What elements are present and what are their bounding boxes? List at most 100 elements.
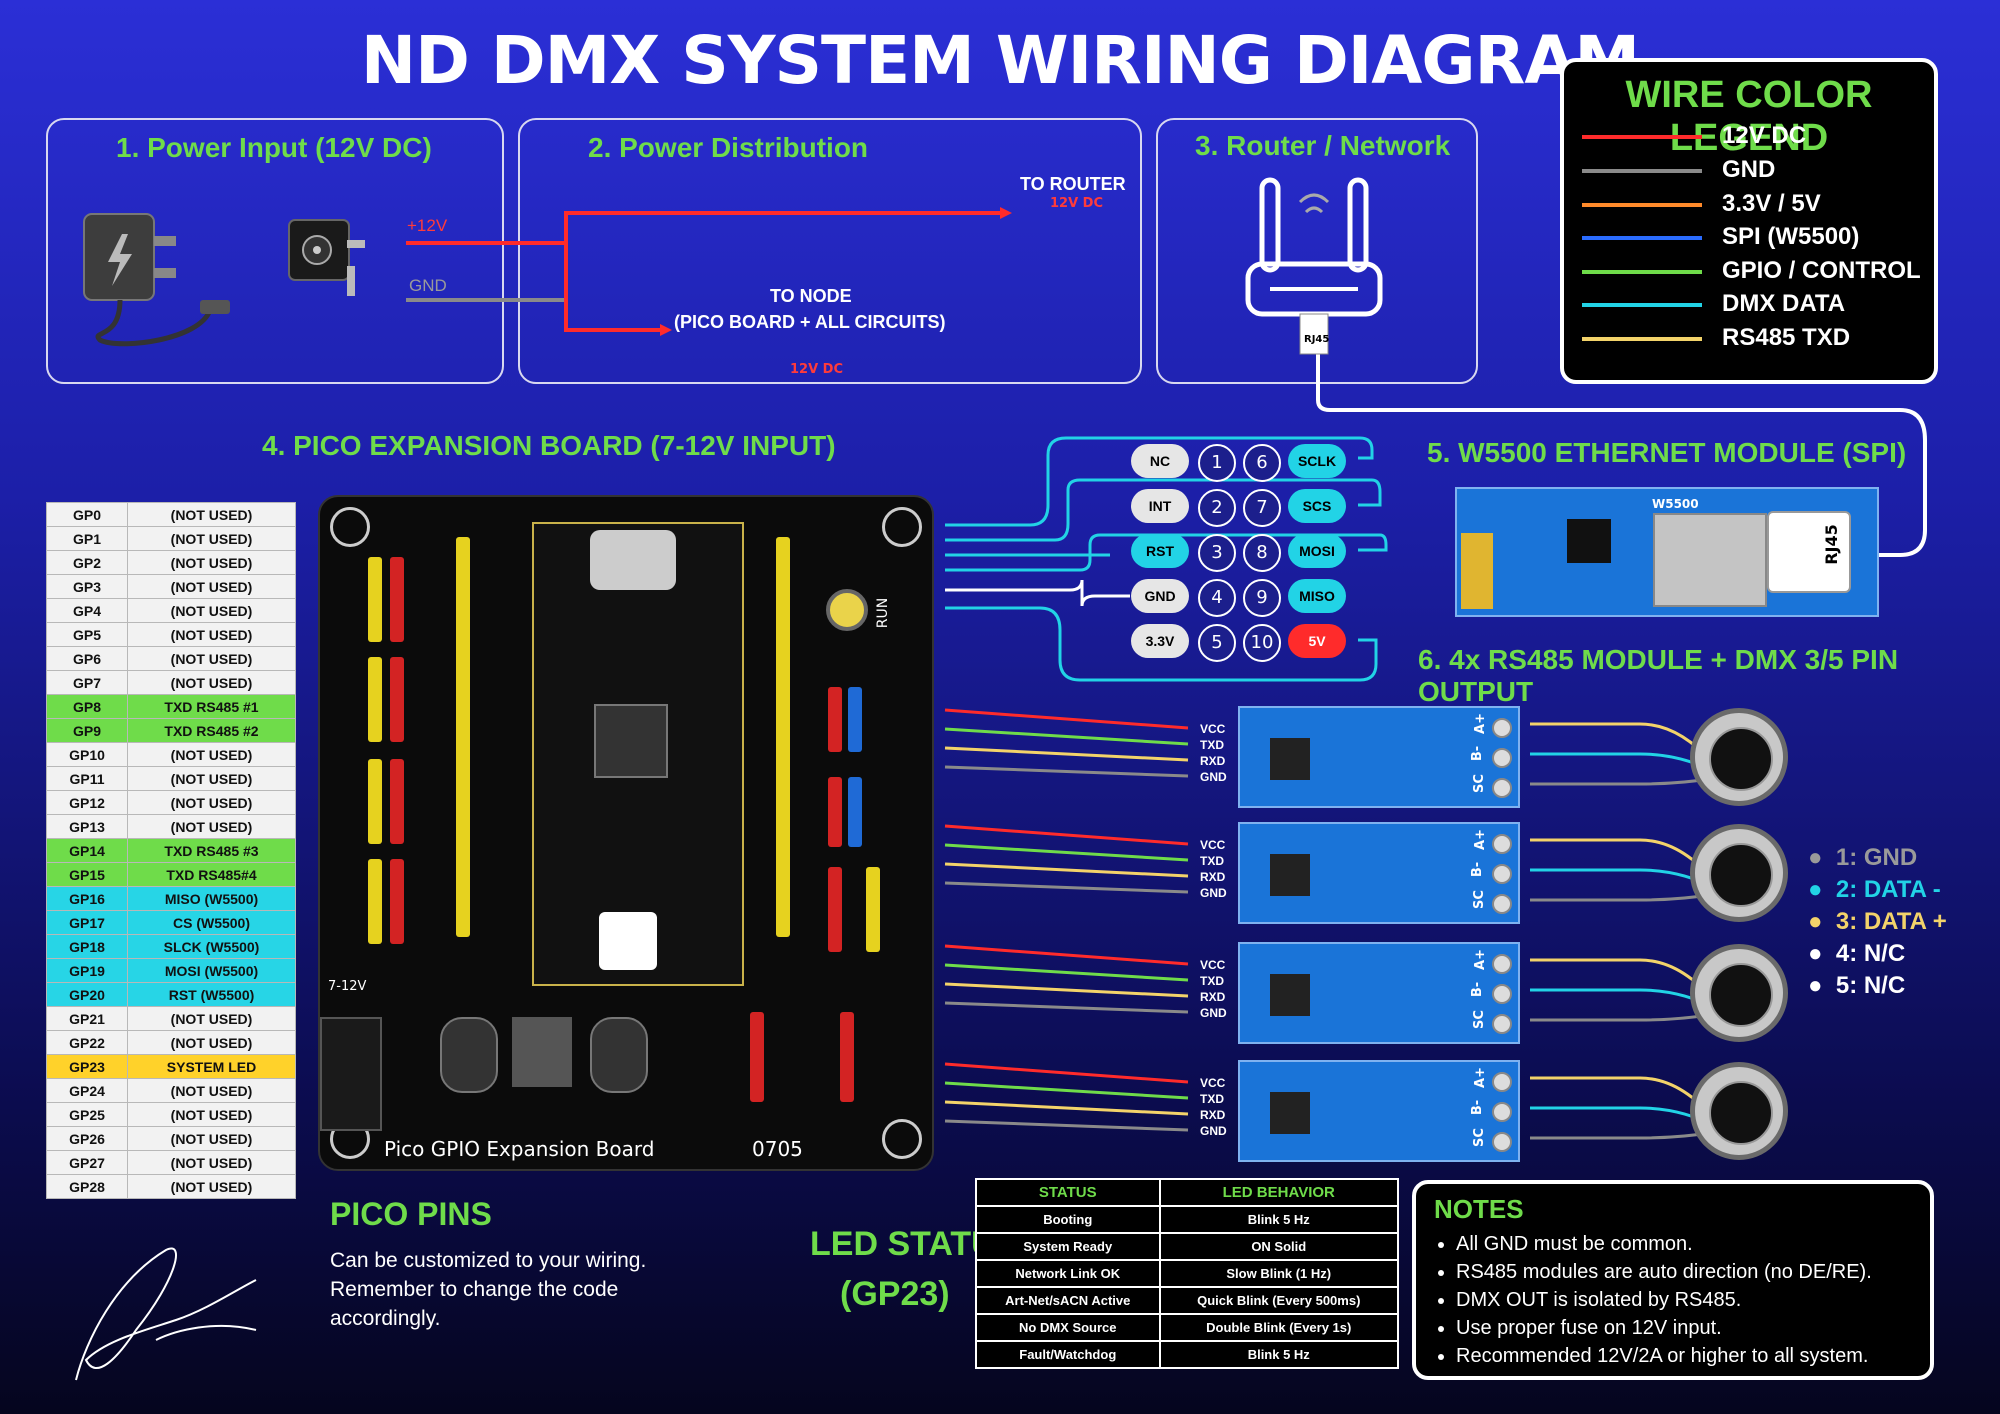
legend-label: DMX DATA (1722, 290, 1846, 317)
pin-header (390, 657, 404, 742)
gpio-function: (NOT USED) (127, 1102, 296, 1127)
gpio-function: TXD RS485#4 (127, 862, 296, 887)
rs485-pin-label: TXD (1200, 738, 1224, 752)
legend-item: GND (1582, 156, 1922, 186)
pico-expansion-board: RUN 7-12V Pico GPIO Expansion Board 0705 (318, 495, 934, 1171)
xlr-face (1709, 1081, 1773, 1145)
gpio-pin: GP0 (46, 502, 128, 527)
gpio-pin: GP15 (46, 862, 128, 887)
to-router-sub: 12V DC (1050, 196, 1104, 211)
w5500-pin-number: 6 (1243, 444, 1281, 482)
dmx-pin-text: 4: N/C (1835, 940, 1906, 967)
dmx-pin-item: ● 4: N/C (1808, 940, 1906, 967)
router-rj45-label: RJ45 (1304, 334, 1330, 345)
gpio-row: GP28(NOT USED) (46, 1174, 296, 1199)
w5500-title: 5. W5500 ETHERNET MODULE (SPI) (1427, 437, 1907, 468)
dmx-pin-text: 5: N/C (1835, 972, 1906, 999)
router-icon (1245, 177, 1383, 355)
rs485-side-label: B- (1470, 981, 1486, 998)
gpio-function: RST (W5500) (127, 982, 296, 1007)
gpio-pin: GP14 (46, 838, 128, 863)
gpio-function: (NOT USED) (127, 766, 296, 791)
dmx-pin-text: 1: GND (1835, 844, 1918, 871)
terminal-screw-icon (1492, 1014, 1512, 1034)
legend-label: GPIO / CONTROL (1722, 257, 1921, 284)
rs485-pin-label: TXD (1200, 974, 1224, 988)
gpio-function: (NOT USED) (127, 1078, 296, 1103)
gpio-row: GP7(NOT USED) (46, 670, 296, 695)
terminal-screw-icon (1492, 1132, 1512, 1152)
power-dist-title: 2. Power Distribution (588, 132, 869, 163)
rs485-side-label: SC (1471, 1010, 1487, 1029)
note-item: Use proper fuse on 12V input. (1456, 1314, 1936, 1342)
w5500-pin-number: 7 (1243, 489, 1281, 527)
gpio-row: GP10(NOT USED) (46, 742, 296, 767)
rs485-module: A+B-SC (1238, 822, 1520, 924)
page-title: ND DMX SYSTEM WIRING DIAGRAM (360, 22, 1640, 99)
power-dist-box (518, 118, 1142, 384)
legend-item: 3.3V / 5V (1582, 190, 1922, 220)
pin-header (368, 759, 382, 844)
gpio-pin: GP26 (46, 1126, 128, 1151)
led-table-cell: Slow Blink (1 Hz) (1158, 1259, 1400, 1288)
led-table-cell: Fault/Watchdog (975, 1340, 1161, 1369)
w5500-pin-label: 3.3V (1131, 624, 1189, 658)
rs485-side-label: B- (1470, 745, 1486, 762)
w5500-chip (1567, 519, 1611, 563)
led-table-cell: No DMX Source (975, 1313, 1161, 1342)
gpio-row: GP11(NOT USED) (46, 766, 296, 791)
rs485-chip (1270, 974, 1310, 1016)
legend-swatch (1582, 303, 1702, 307)
w5500-header (1461, 533, 1493, 609)
led-table-cell: Blink 5 Hz (1158, 1205, 1400, 1234)
w5500-pin-number: 10 (1243, 624, 1281, 662)
power-input-title: 1. Power Input (12V DC) (116, 132, 432, 163)
note-item: DMX OUT is isolated by RS485. (1456, 1286, 1936, 1314)
gpio-pin: GP20 (46, 982, 128, 1007)
gpio-pin: GP13 (46, 814, 128, 839)
legend-swatch (1582, 337, 1702, 341)
legend-label: RS485 TXD (1722, 324, 1851, 351)
legend-item: DMX DATA (1582, 290, 1922, 320)
gpio-function: (NOT USED) (127, 1174, 296, 1199)
led-table-cell: System Ready (975, 1232, 1161, 1261)
w5500-pin-number: 3 (1198, 534, 1236, 572)
pin-header (828, 777, 842, 847)
legend-swatch (1582, 236, 1702, 240)
gpio-function: MOSI (W5500) (127, 958, 296, 983)
to-node-label: TO NODE (770, 286, 852, 306)
gpio-pin: GP5 (46, 622, 128, 647)
rs485-pin-label: GND (1200, 886, 1227, 900)
led-table-cell: Network Link OK (975, 1259, 1161, 1288)
gpio-function: SYSTEM LED (127, 1054, 296, 1079)
legend-swatch (1582, 169, 1702, 173)
gpio-row: GP3(NOT USED) (46, 574, 296, 599)
legend-title: WIRE COLOR LEGEND (1625, 74, 1873, 159)
dmx-xlr-connector-icon (1690, 944, 1788, 1042)
gpio-function: (NOT USED) (127, 550, 296, 575)
gpio-pin: GP3 (46, 574, 128, 599)
dmx-pin-item: ● 2: DATA - (1808, 876, 1941, 903)
gpio-function: (NOT USED) (127, 670, 296, 695)
dmx-pin-text: 3: DATA + (1835, 908, 1947, 935)
pin-header (828, 867, 842, 952)
legend-item: GPIO / CONTROL (1582, 257, 1922, 287)
dmx-pin-item: ● 5: N/C (1808, 972, 1906, 999)
terminal-screw-icon (1492, 718, 1512, 738)
w5500-pin-label: MISO (1288, 579, 1346, 613)
gpio-row: GP1(NOT USED) (46, 526, 296, 551)
w5500-pin-number: 5 (1198, 624, 1236, 662)
dc-input-jack (320, 1017, 382, 1131)
dmx-pin-list: ● 1: GND ● 2: DATA - ● 3: DATA + ● 4: N/… (1808, 842, 1947, 1002)
gpio-pin: GP27 (46, 1150, 128, 1175)
gpio-pin: GP24 (46, 1078, 128, 1103)
pico-board-title: 4. PICO EXPANSION BOARD (7-12V INPUT) (262, 430, 836, 461)
rs485-pin-label: VCC (1200, 958, 1226, 972)
gpio-row: GP24(NOT USED) (46, 1078, 296, 1103)
